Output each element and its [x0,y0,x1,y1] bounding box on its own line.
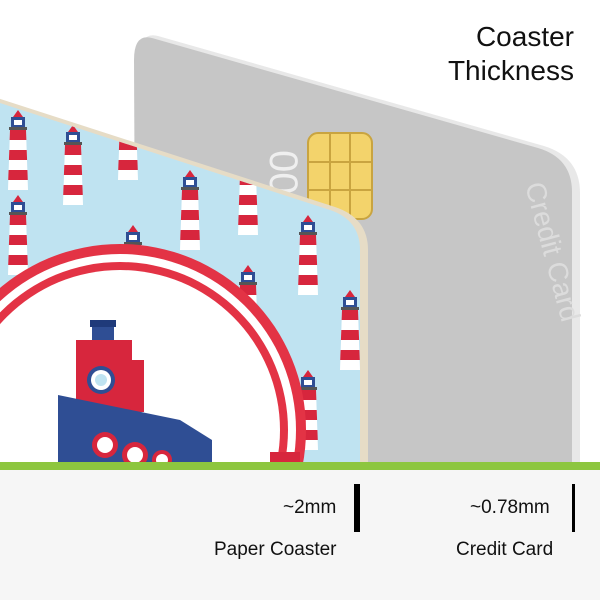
boat-emblem [0,244,306,480]
paper-coaster-thickness-bar [354,484,360,532]
paper-coaster-thickness-value: ~2mm [283,497,337,518]
credit-card-thickness-value: ~0.78mm [470,497,550,518]
credit-card-label: Credit Card [456,539,554,560]
paper-coaster-label: Paper Coaster [214,539,337,560]
ground-panel [0,470,600,600]
credit-card-thickness-bar [572,484,575,532]
boat-icon [58,320,300,480]
chip-icon [307,132,373,220]
ground-line [0,462,600,470]
title-line-2: Thickness [447,55,574,86]
title: Coaster Thickness [448,20,574,88]
paper-coaster [0,90,368,480]
title-line-1: Coaster [475,21,574,52]
